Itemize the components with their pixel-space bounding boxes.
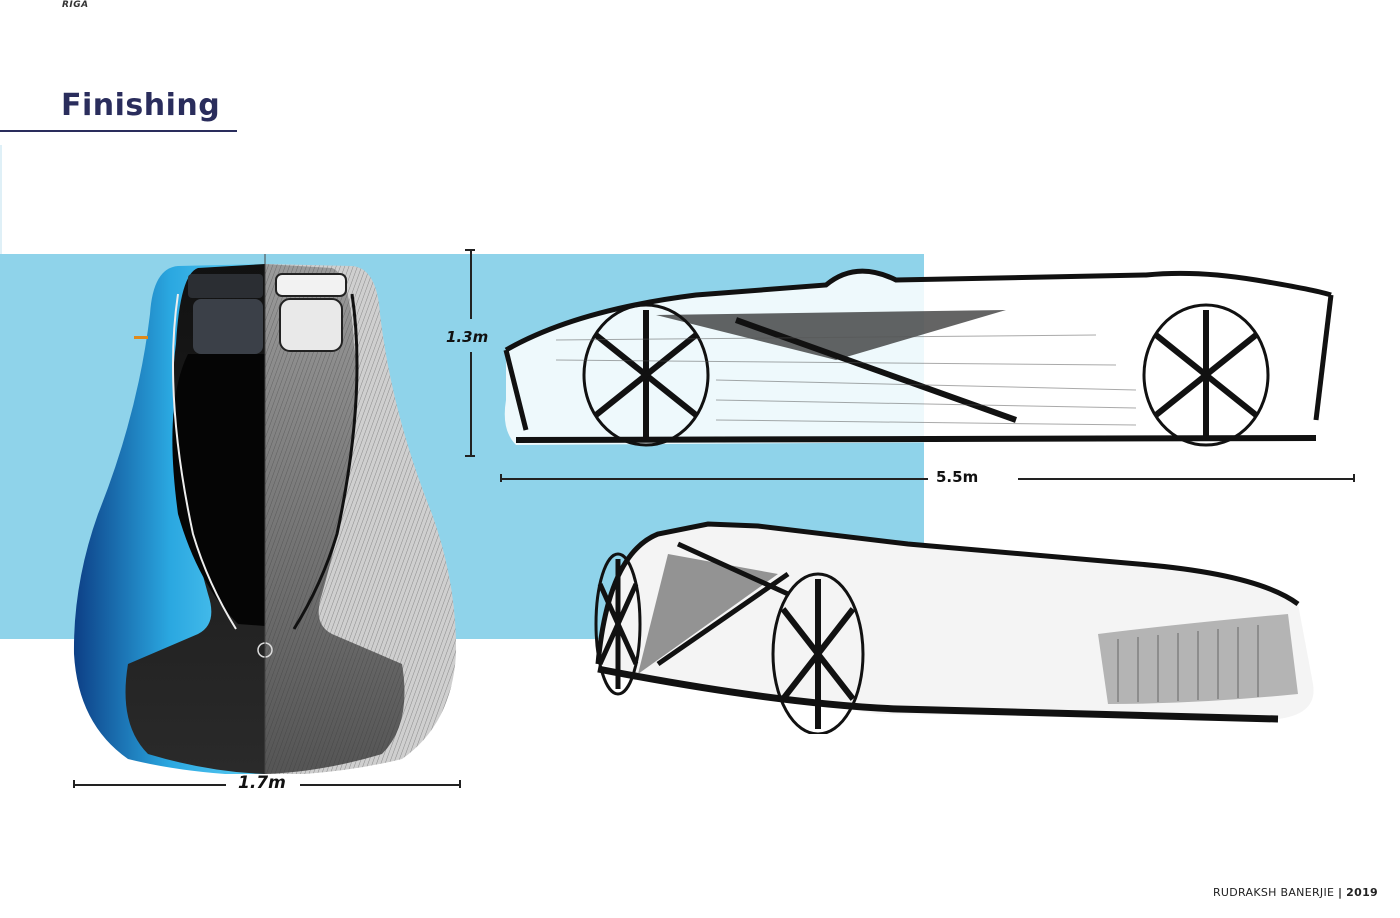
- brand-logo: RIGA: [62, 0, 89, 10]
- front-wheel: [1142, 303, 1270, 447]
- rear-wheel: [594, 552, 642, 696]
- rear-wheel: [582, 303, 710, 447]
- car-front-illustration: [73, 254, 457, 774]
- width-dimension-line-left: [73, 784, 226, 786]
- height-dimension-bottom-tick: [465, 455, 475, 457]
- height-dimension-line-bottom: [470, 352, 472, 456]
- author-name: RUDRAKSH BANERJIE: [1212, 886, 1335, 899]
- title-underline: [0, 130, 237, 132]
- length-dimension-right-tick: [1353, 474, 1355, 482]
- page-title: Finishing: [61, 88, 221, 123]
- height-dimension-label: 1.3m: [446, 328, 489, 346]
- length-dimension-line-right: [1018, 478, 1354, 480]
- width-dimension-right-tick: [459, 780, 461, 788]
- front-wheel: [771, 572, 865, 734]
- credit-separator: |: [1338, 886, 1343, 899]
- length-dimension-label: 5.5m: [936, 468, 979, 486]
- side-view-sketch: [496, 250, 1356, 450]
- left-edge-accent: [0, 145, 2, 255]
- car-perspective-illustration: [594, 521, 1314, 734]
- width-dimension-label: 1.7m: [238, 773, 286, 793]
- height-dimension-line-top: [470, 249, 472, 319]
- credit-year: 2019: [1346, 886, 1378, 899]
- front-view-render: [68, 254, 468, 774]
- width-dimension-line-right: [300, 784, 460, 786]
- car-side-illustration: [503, 268, 1334, 447]
- three-quarter-view-sketch: [578, 514, 1338, 734]
- length-dimension-line-left: [500, 478, 928, 480]
- author-credit: RUDRAKSH BANERJIE | 2019: [1213, 886, 1378, 899]
